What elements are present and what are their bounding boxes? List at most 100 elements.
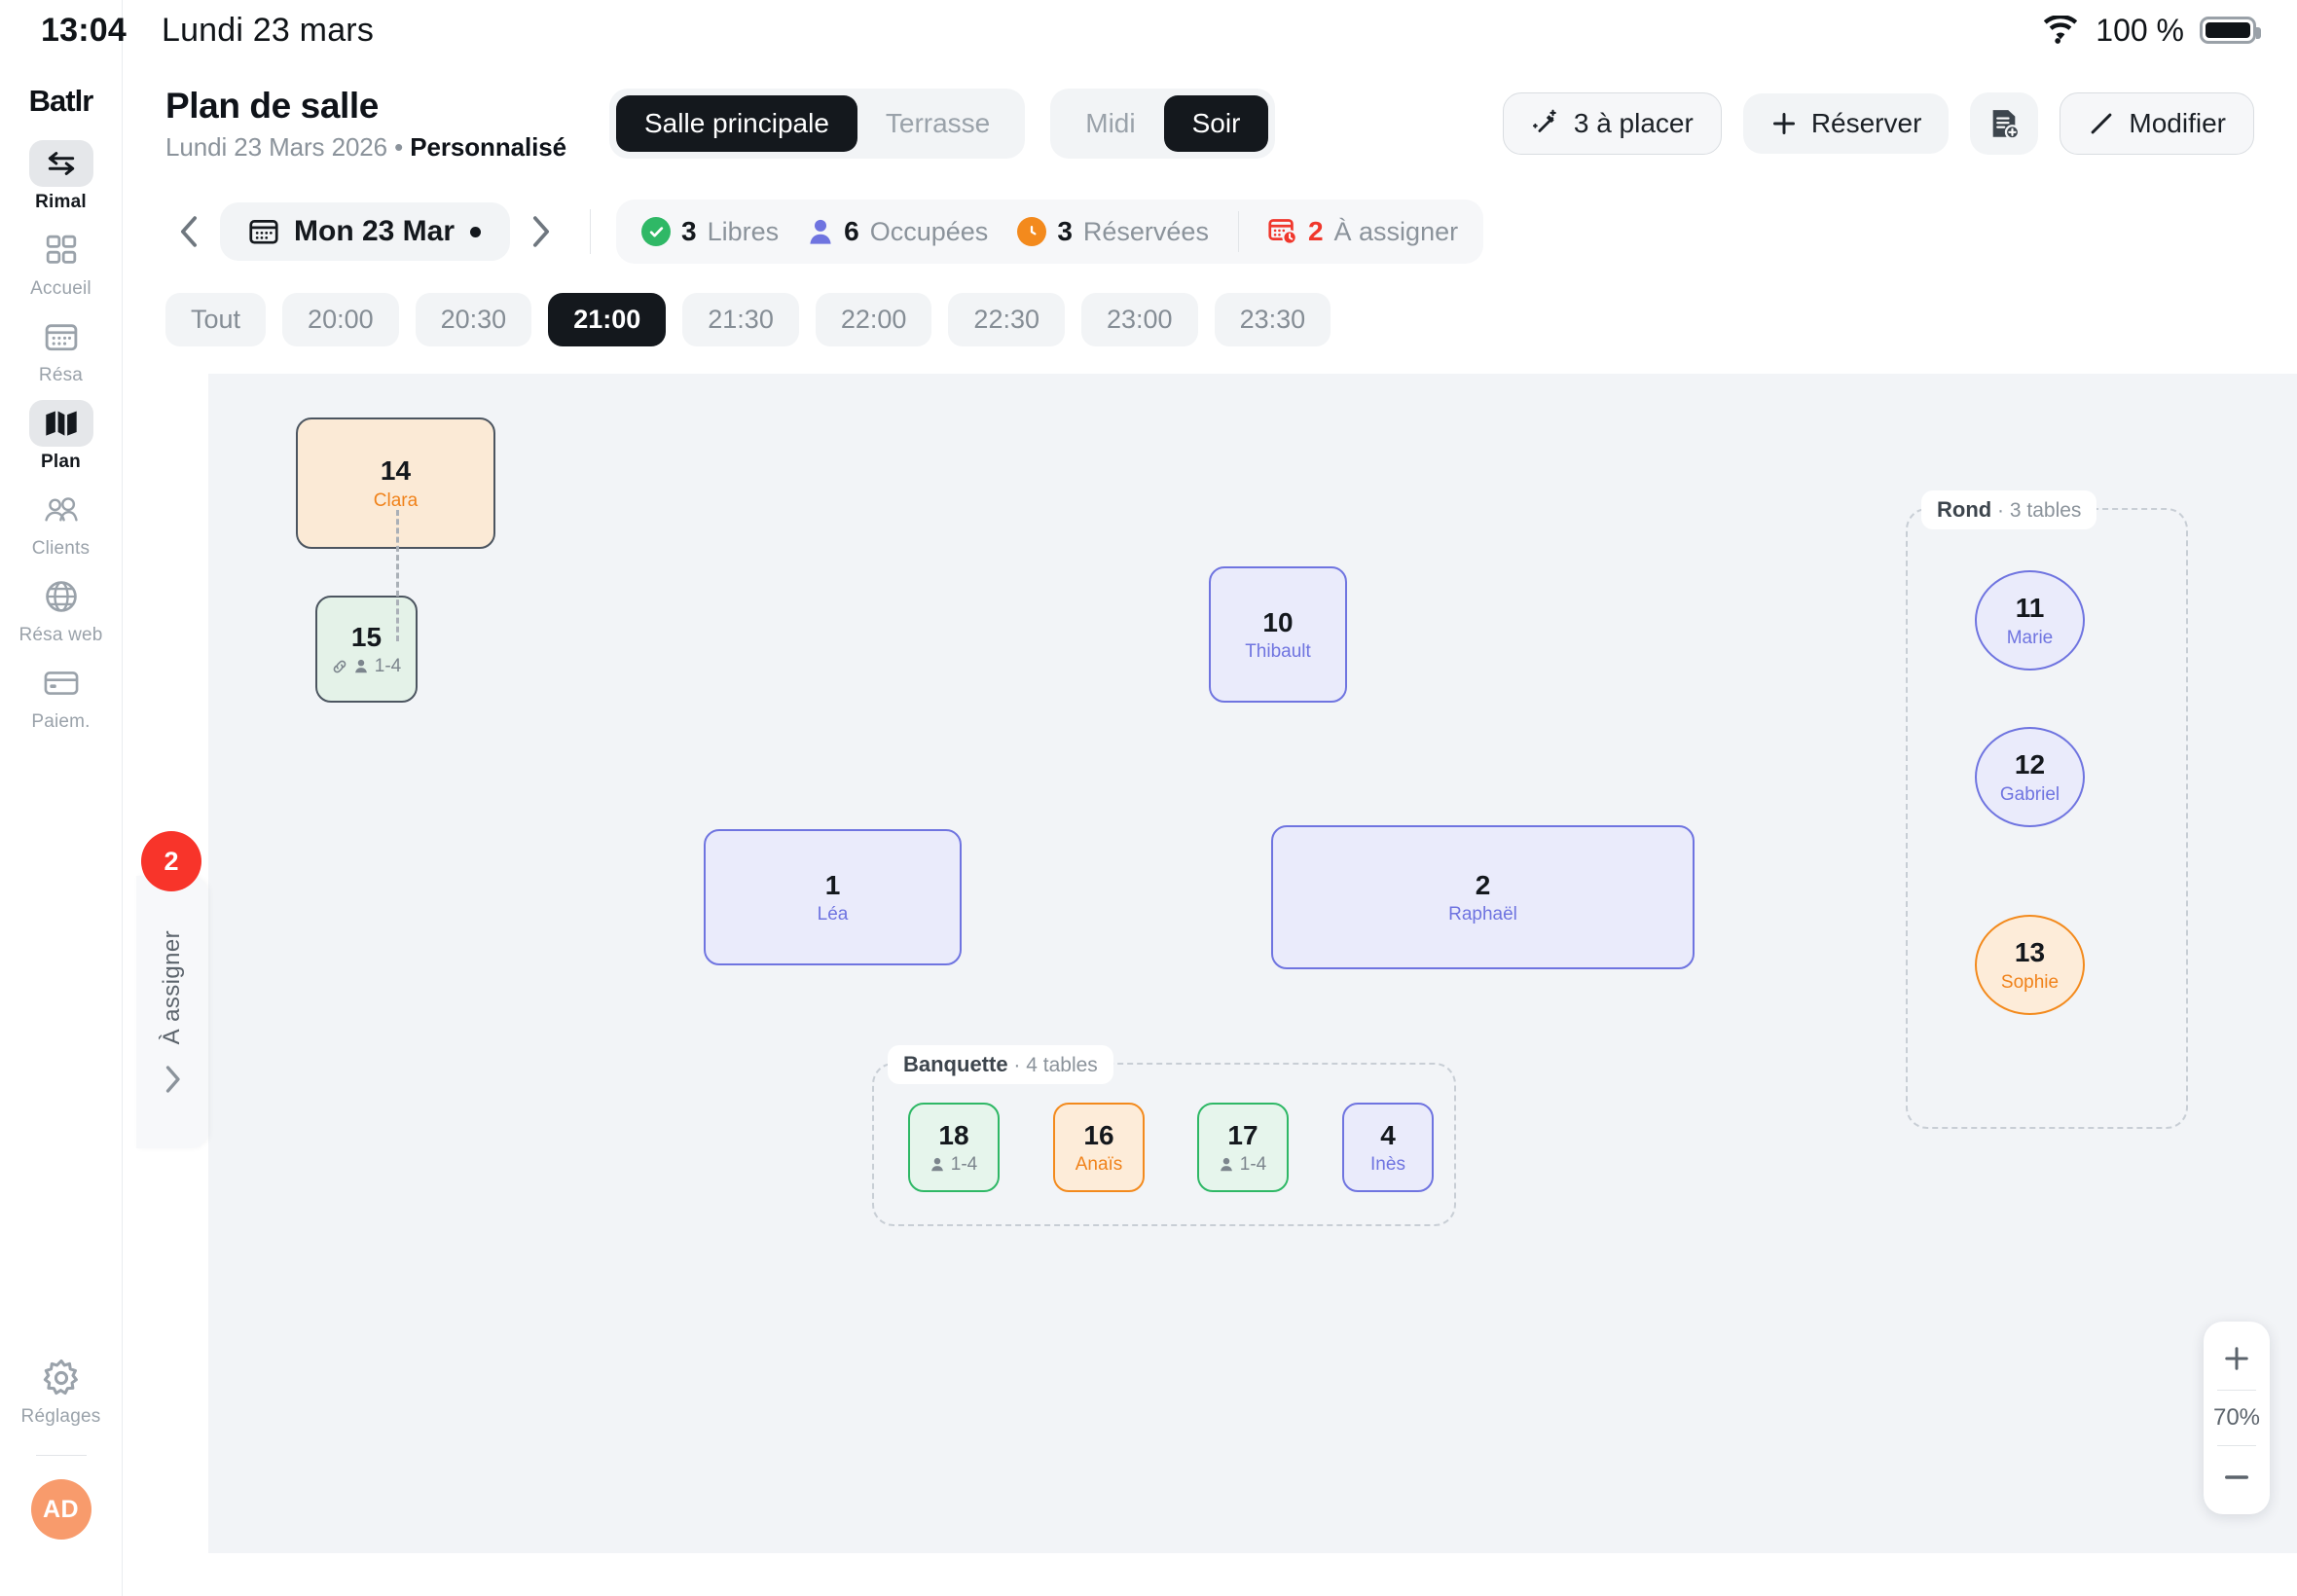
people-icon bbox=[29, 487, 93, 533]
next-day-button[interactable] bbox=[518, 208, 565, 255]
tab-midi[interactable]: Midi bbox=[1057, 95, 1163, 152]
credit-card-icon bbox=[29, 660, 93, 707]
table-2[interactable]: 2 Raphaël bbox=[1263, 817, 1702, 977]
table-capacity-row: 1-4 bbox=[930, 1155, 977, 1174]
table-guest: Raphaël bbox=[1448, 904, 1517, 925]
stat-libres-count: 3 bbox=[681, 216, 697, 246]
time-chip-tout[interactable]: Tout bbox=[165, 292, 267, 346]
time-chip-2130[interactable]: 21:30 bbox=[682, 292, 799, 346]
table-18[interactable]: 18 1-4 bbox=[900, 1095, 1007, 1200]
assign-panel-tab[interactable]: 2 À assigner bbox=[136, 831, 208, 1148]
chevron-right-icon bbox=[162, 1065, 183, 1094]
group-rond[interactable]: Rond · 3 tables bbox=[1906, 490, 2188, 1129]
table-15[interactable]: 15 1-4 bbox=[308, 588, 425, 710]
person-icon bbox=[808, 218, 833, 245]
seat-marker bbox=[1681, 887, 1702, 908]
table-11[interactable]: 11 Marie bbox=[1967, 562, 2093, 678]
prev-day-button[interactable] bbox=[165, 208, 212, 255]
place-button[interactable]: 3 à placer bbox=[1502, 92, 1722, 155]
page-subtitle: Lundi 23 Mars 2026 • Personnalisé bbox=[165, 132, 584, 163]
stat-occupees[interactable]: 6 Occupées bbox=[808, 216, 988, 247]
sidebar-item-resa-web[interactable]: Résa web bbox=[0, 565, 122, 652]
date-dot-indicator bbox=[470, 226, 482, 237]
group-banquette[interactable]: Banquette · 4 tables bbox=[872, 1045, 1456, 1226]
reserve-button[interactable]: Réserver bbox=[1742, 93, 1950, 154]
check-circle-icon bbox=[641, 217, 672, 246]
add-note-button[interactable] bbox=[1970, 92, 2039, 155]
table-1[interactable]: 1 Léa bbox=[696, 821, 969, 973]
time-chip-2230[interactable]: 22:30 bbox=[948, 292, 1065, 346]
group-rond-tag: Rond · 3 tables bbox=[1921, 490, 2097, 529]
sidebar-label-reglages: Réglages bbox=[20, 1406, 101, 1427]
table-13[interactable]: 13 Sophie bbox=[1967, 907, 2093, 1023]
seat-marker bbox=[482, 472, 503, 494]
subtitle-mode: Personnalisé bbox=[410, 131, 566, 162]
edit-button-label: Modifier bbox=[2129, 108, 2226, 138]
tab-salle-principale[interactable]: Salle principale bbox=[616, 95, 857, 152]
seat-marker bbox=[384, 410, 407, 431]
sidebar-label-paiem: Paiem. bbox=[31, 711, 91, 732]
zoom-out-button[interactable] bbox=[2204, 1446, 2270, 1508]
sidebar-label-accueil: Accueil bbox=[30, 278, 91, 299]
sidebar-label-resa: Résa bbox=[38, 365, 84, 385]
date-picker-label: Mon 23 Mar bbox=[294, 215, 456, 247]
seat-marker bbox=[355, 588, 378, 609]
page-header: Plan de salle Lundi 23 Mars 2026 • Perso… bbox=[123, 60, 2297, 187]
group-rond-name: Rond bbox=[1937, 497, 1992, 522]
time-chip-2100[interactable]: 21:00 bbox=[548, 292, 667, 346]
time-filter-bar: Tout 20:00 20:30 21:00 21:30 22:00 22:30… bbox=[123, 276, 2297, 362]
table-4[interactable]: 4 Inès bbox=[1334, 1095, 1441, 1200]
wifi-icon bbox=[2041, 16, 2080, 45]
stat-libres[interactable]: 3 Libres bbox=[641, 216, 779, 247]
pencil-icon bbox=[2088, 110, 2115, 137]
avatar[interactable]: AD bbox=[30, 1479, 91, 1540]
zoom-in-button[interactable] bbox=[2204, 1327, 2270, 1390]
edit-button[interactable]: Modifier bbox=[2060, 92, 2254, 155]
sidebar-item-rimal[interactable]: Rimal bbox=[0, 132, 122, 219]
service-tabs: Midi Soir bbox=[1050, 89, 1276, 159]
sidebar-item-plan[interactable]: Plan bbox=[0, 392, 122, 479]
stat-a-assigner[interactable]: 2 À assigner bbox=[1268, 216, 1458, 247]
table-guest: Marie bbox=[2006, 627, 2054, 648]
sidebar-item-reglages[interactable]: Réglages bbox=[0, 1347, 122, 1433]
table-14[interactable]: 14 Clara bbox=[288, 410, 503, 557]
table-12[interactable]: 12 Gabriel bbox=[1967, 719, 2093, 835]
tab-soir[interactable]: Soir bbox=[1163, 95, 1269, 152]
stat-reservees[interactable]: 3 Réservées bbox=[1017, 216, 1209, 247]
table-10[interactable]: 10 Thibault bbox=[1201, 559, 1355, 710]
table-number: 17 bbox=[1227, 1119, 1258, 1150]
sidebar-item-paiem[interactable]: Paiem. bbox=[0, 652, 122, 739]
table-guest: Léa bbox=[817, 904, 849, 925]
sidebar-label-plan: Plan bbox=[41, 452, 81, 472]
time-chip-2030[interactable]: 20:30 bbox=[415, 292, 532, 346]
sidebar-item-resa[interactable]: Résa bbox=[0, 306, 122, 392]
stat-reservees-count: 3 bbox=[1057, 216, 1073, 246]
time-chip-2300[interactable]: 23:00 bbox=[1081, 292, 1198, 346]
battery-full-icon bbox=[2200, 17, 2261, 44]
time-chip-2200[interactable]: 22:00 bbox=[815, 292, 932, 346]
zoom-separator bbox=[2217, 1445, 2256, 1446]
sidebar-label-resa-web: Résa web bbox=[18, 625, 103, 645]
sidebar-item-accueil[interactable]: Accueil bbox=[0, 219, 122, 306]
calendar-icon bbox=[249, 218, 278, 245]
status-stats: 3 Libres 6 Occupées 3 Réservées bbox=[616, 200, 1484, 264]
table-guest: Inès bbox=[1370, 1154, 1405, 1176]
tab-terrasse[interactable]: Terrasse bbox=[857, 95, 1018, 152]
globe-icon bbox=[29, 573, 93, 620]
floorplan-canvas[interactable]: 14 Clara 15 1-4 bbox=[208, 374, 2297, 1553]
time-chip-2330[interactable]: 23:30 bbox=[1214, 292, 1331, 346]
gear-icon bbox=[29, 1355, 93, 1401]
battery-percent: 100 % bbox=[2096, 12, 2184, 48]
sidebar-item-clients[interactable]: Clients bbox=[0, 479, 122, 565]
table-number: 12 bbox=[2014, 749, 2046, 780]
switch-arrows-icon bbox=[28, 140, 93, 187]
plus-icon bbox=[1770, 110, 1798, 137]
table-number: 1 bbox=[824, 869, 841, 900]
table-17[interactable]: 17 1-4 bbox=[1189, 1095, 1296, 1200]
zoom-separator bbox=[2217, 1390, 2256, 1391]
date-picker[interactable]: Mon 23 Mar bbox=[220, 202, 511, 261]
time-chip-2000[interactable]: 20:00 bbox=[282, 292, 399, 346]
table-16[interactable]: 16 Anaïs bbox=[1045, 1095, 1152, 1200]
sidebar-nav: Rimal Accueil bbox=[0, 132, 122, 739]
stat-reservees-label: Réservées bbox=[1082, 216, 1209, 246]
